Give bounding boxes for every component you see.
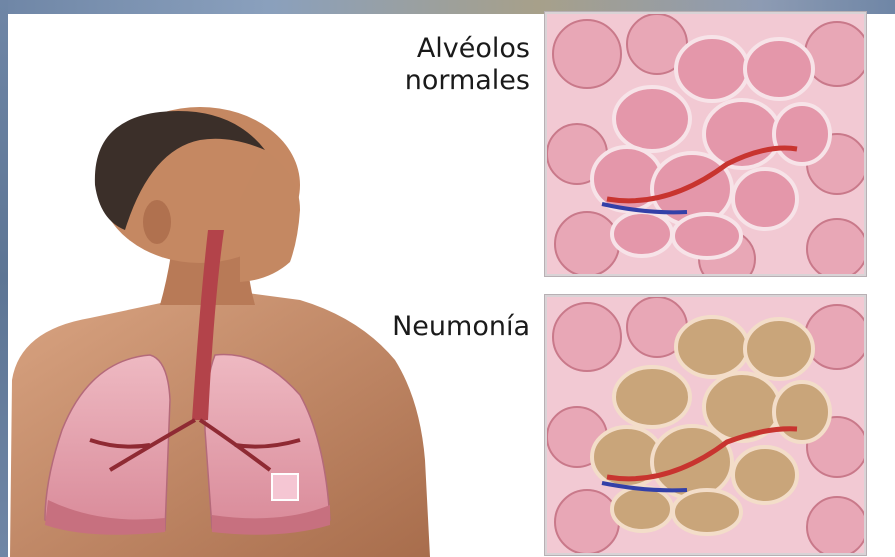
normal-alveoli-panel (545, 12, 866, 276)
pneumonia-alveoli-illustration (547, 297, 864, 553)
pneumonia-alveoli-panel (545, 295, 866, 555)
label-pneumonia: Neumonía (350, 311, 530, 343)
alveoli-location-marker (272, 474, 298, 500)
normal-alveoli-illustration (547, 14, 864, 274)
ear (143, 200, 171, 244)
